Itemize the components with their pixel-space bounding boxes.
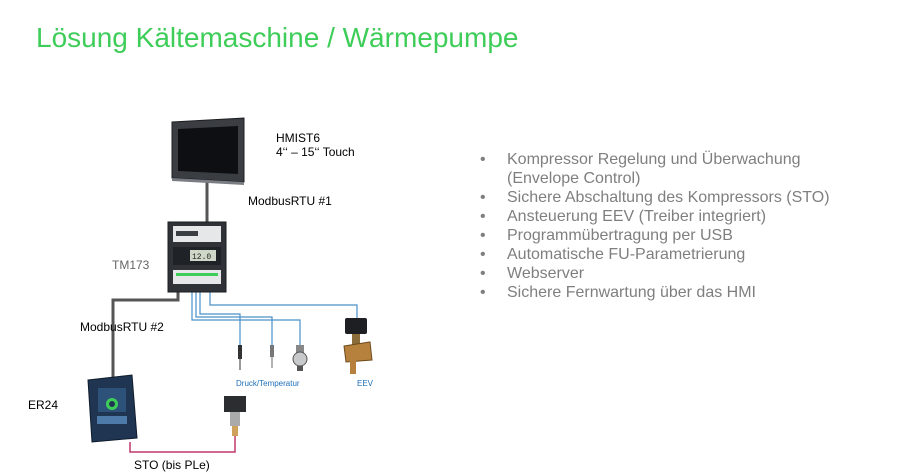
feature-item: Programmübertragung per USB [480, 226, 830, 245]
feature-item: Sichere Fernwartung über das HMI [480, 283, 830, 302]
controller-tm173: 12.0 [167, 221, 227, 293]
feature-item: Webserver [480, 264, 830, 283]
sensor-wire-2 [199, 290, 241, 345]
valve-wire [209, 290, 358, 318]
svg-text:12.0: 12.0 [192, 253, 211, 262]
feature-list: Kompressor Regelung und Überwachung (Env… [480, 150, 830, 302]
sensor-wire-3 [195, 290, 273, 345]
valve-label: EEV [357, 379, 374, 388]
hmi-name-label: HMIST6 [276, 131, 321, 145]
sensor-wire-1 [191, 290, 301, 345]
drive-er24 [87, 374, 138, 443]
hmi-size-label: 4‘‘ – 15‘‘ Touch [276, 145, 355, 159]
feature-item: Ansteuerung EEV (Treiber integriert) [480, 207, 830, 226]
feature-item: Automatische FU-Parametrierung [480, 245, 830, 264]
temperature-sensor [238, 345, 242, 370]
hmi-panel [171, 117, 245, 185]
modbus-top-label: ModbusRTU #1 [248, 194, 332, 208]
feature-item: Sichere Abschaltung des Kompressors (STO… [480, 188, 830, 207]
drive-label: ER24 [28, 398, 59, 412]
sensor-label: Druck/Temperatur [236, 379, 300, 388]
pressure-transducer [292, 345, 308, 371]
controller-label: TM173 [112, 258, 150, 272]
temperature-probe [270, 345, 274, 368]
sto-wire [129, 442, 236, 453]
eev-valve [343, 318, 373, 374]
modbus-bottom-label: ModbusRTU #2 [80, 320, 164, 334]
slide-title: Lösung Kältemaschine / Wärmepumpe [36, 22, 519, 53]
sto-label: STO (bis PLe) [134, 458, 210, 472]
feature-item: Kompressor Regelung und Überwachung (Env… [480, 150, 830, 188]
pressure-switch [224, 396, 246, 436]
